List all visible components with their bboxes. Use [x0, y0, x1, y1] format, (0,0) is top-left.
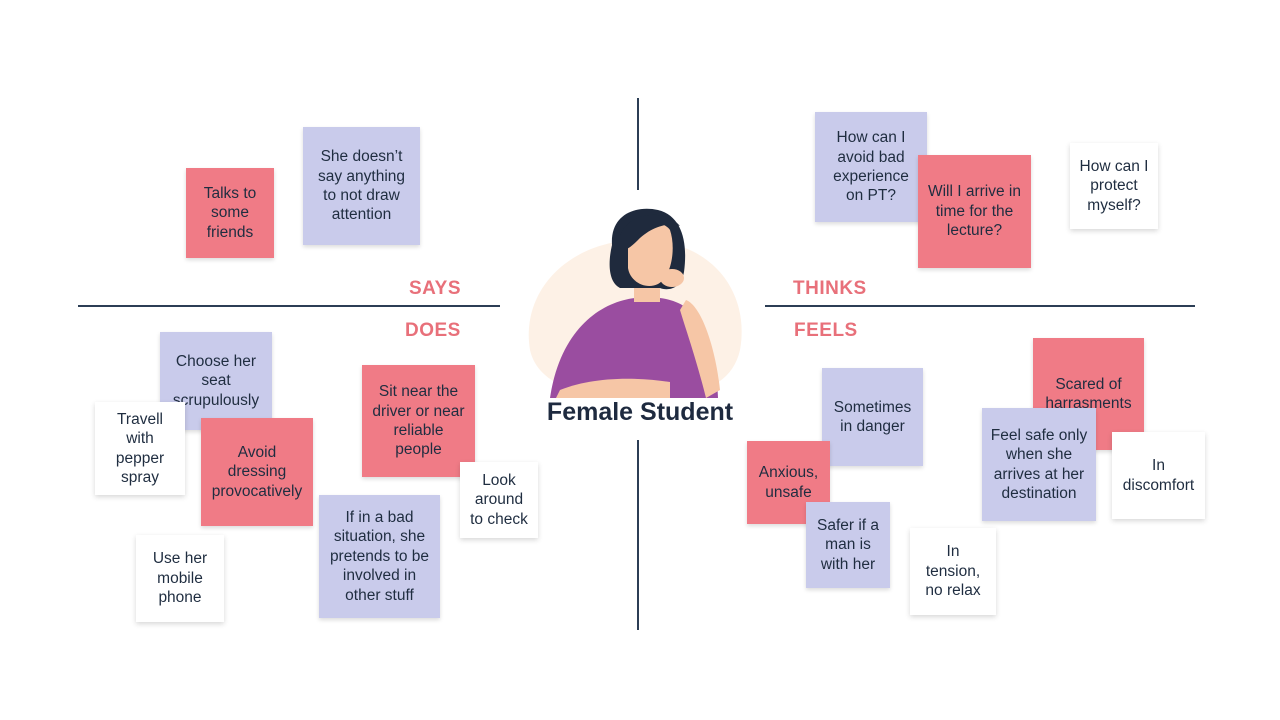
says-note-talks-to-friends: Talks to some friends	[186, 168, 274, 258]
does-note-pretends-involved: If in a bad situation, she pretends to b…	[319, 495, 440, 618]
thinks-note-arrive-in-time: Will I arrive in time for the lecture?	[918, 155, 1031, 268]
horizontal-divider-right	[765, 305, 1195, 307]
says-note-does-not-say-anything: She doesn’t say anything to not draw att…	[303, 127, 420, 245]
thinking-woman-icon	[528, 208, 742, 398]
says-label: SAYS	[409, 278, 461, 299]
horizontal-divider-left	[78, 305, 500, 307]
vertical-divider-bottom	[637, 440, 639, 630]
does-note-sit-near-driver: Sit near the driver or near reliable peo…	[362, 365, 475, 477]
vertical-divider-top	[637, 98, 639, 190]
feels-note-discomfort: In discomfort	[1112, 432, 1205, 519]
does-note-pepper-spray: Travell with pepper spray	[95, 402, 185, 495]
does-label: DOES	[405, 320, 461, 341]
feels-note-safer-with-man: Safer if a man is with her	[806, 502, 890, 588]
does-note-avoid-dressing: Avoid dressing provocatively	[201, 418, 313, 526]
feels-note-sometimes-danger: Sometimes in danger	[822, 368, 923, 466]
thinks-note-protect-myself: How can I protect myself?	[1070, 143, 1158, 229]
feels-label: FEELS	[794, 320, 858, 341]
feels-note-feel-safe-destination: Feel safe only when she arrives at her d…	[982, 408, 1096, 521]
does-note-mobile-phone: Use her mobile phone	[136, 535, 224, 622]
persona-title: Female Student	[546, 398, 734, 426]
thinks-label: THINKS	[793, 278, 867, 299]
feels-note-tension: In tension, no relax	[910, 528, 996, 615]
does-note-look-around: Look around to check	[460, 462, 538, 538]
thinks-note-avoid-bad-experience: How can I avoid bad experience on PT?	[815, 112, 927, 222]
